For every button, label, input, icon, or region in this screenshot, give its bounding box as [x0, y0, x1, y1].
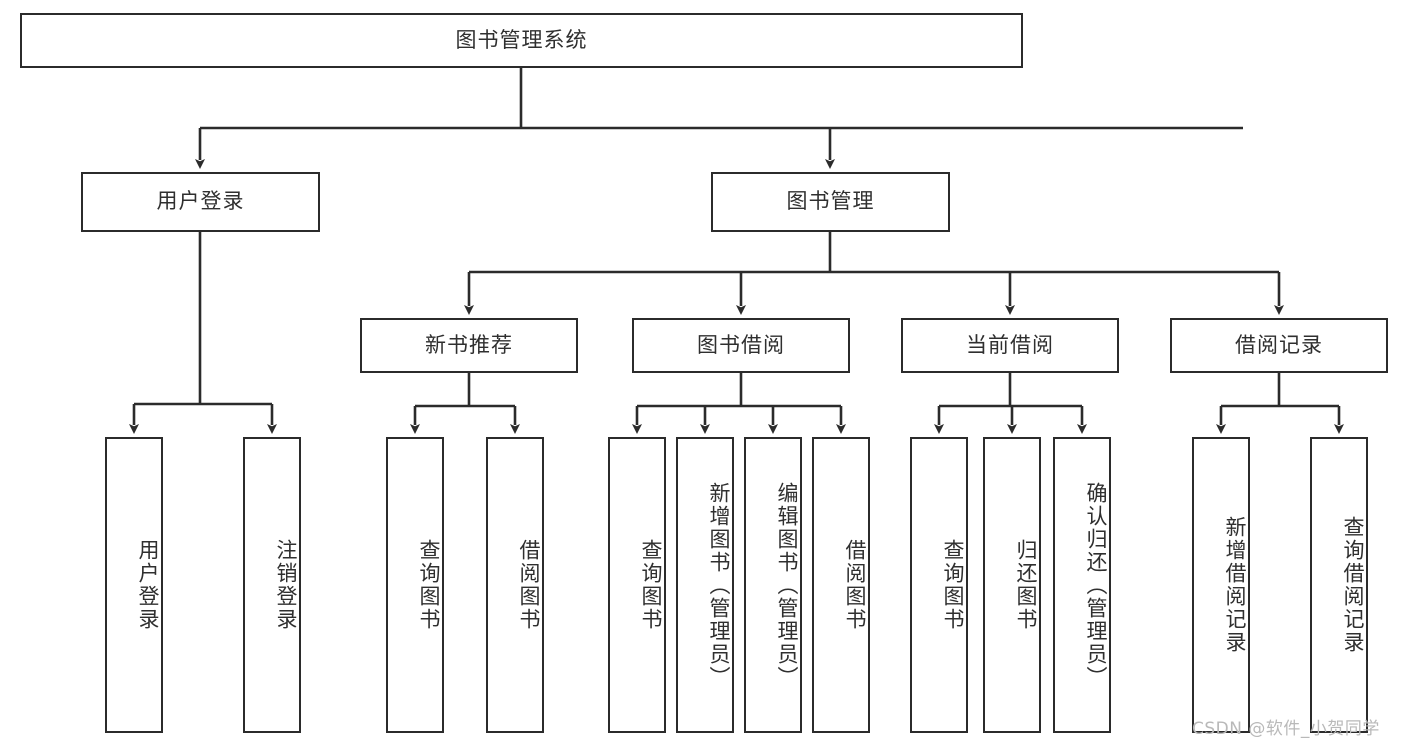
leaf-query-book-2[interactable]: 查询图书 [608, 437, 666, 733]
leaf-borrow-book-1[interactable]: 借阅图书 [486, 437, 544, 733]
leaf-logout-login-label: 注销登录 [274, 539, 298, 631]
node-borrow-record[interactable]: 借阅记录 [1170, 318, 1388, 373]
node-borrow-record-label: 借阅记录 [1235, 332, 1323, 357]
leaf-borrow-book-1-label: 借阅图书 [517, 539, 541, 631]
leaf-user-login-label: 用户登录 [136, 539, 160, 631]
node-user-login[interactable]: 用户登录 [81, 172, 320, 232]
leaf-return-book[interactable]: 归还图书 [983, 437, 1041, 733]
leaf-edit-book-admin[interactable]: 编辑图书（管理员） [744, 437, 802, 733]
node-book-borrow[interactable]: 图书借阅 [632, 318, 850, 373]
leaf-add-book-admin-label: 新增图书（管理员） [707, 481, 731, 689]
leaf-logout-login[interactable]: 注销登录 [243, 437, 301, 733]
leaf-query-book-2-label: 查询图书 [639, 539, 663, 631]
node-current-borrow-label: 当前借阅 [966, 332, 1054, 357]
leaf-query-book-1-label: 查询图书 [417, 539, 441, 631]
leaf-query-book-3[interactable]: 查询图书 [910, 437, 968, 733]
leaf-borrow-book-2-label: 借阅图书 [843, 539, 867, 631]
node-new-book-recommend[interactable]: 新书推荐 [360, 318, 578, 373]
node-user-login-label: 用户登录 [156, 189, 245, 214]
leaf-add-book-admin[interactable]: 新增图书（管理员） [676, 437, 734, 733]
node-root-label: 图书管理系统 [455, 27, 588, 52]
leaf-return-book-label: 归还图书 [1014, 539, 1038, 631]
node-root[interactable]: 图书管理系统 [20, 13, 1023, 68]
node-book-management-label: 图书管理 [786, 189, 875, 214]
leaf-add-borrow-record-label: 新增借阅记录 [1223, 516, 1247, 654]
leaf-query-book-1[interactable]: 查询图书 [386, 437, 444, 733]
leaf-edit-book-admin-label: 编辑图书（管理员） [775, 481, 799, 689]
node-current-borrow[interactable]: 当前借阅 [901, 318, 1119, 373]
leaf-borrow-book-2[interactable]: 借阅图书 [812, 437, 870, 733]
node-book-management[interactable]: 图书管理 [711, 172, 950, 232]
leaf-add-borrow-record[interactable]: 新增借阅记录 [1192, 437, 1250, 733]
watermark-csdn: CSDN @软件_小贺同学 [1192, 719, 1380, 739]
leaf-query-book-3-label: 查询图书 [941, 539, 965, 631]
leaf-confirm-return-admin-label: 确认归还（管理员） [1084, 481, 1108, 689]
node-new-book-recommend-label: 新书推荐 [425, 332, 513, 357]
leaf-confirm-return-admin[interactable]: 确认归还（管理员） [1053, 437, 1111, 733]
leaf-user-login[interactable]: 用户登录 [105, 437, 163, 733]
leaf-query-borrow-record-label: 查询借阅记录 [1341, 516, 1365, 654]
leaf-query-borrow-record[interactable]: 查询借阅记录 [1310, 437, 1368, 733]
node-book-borrow-label: 图书借阅 [697, 332, 785, 357]
